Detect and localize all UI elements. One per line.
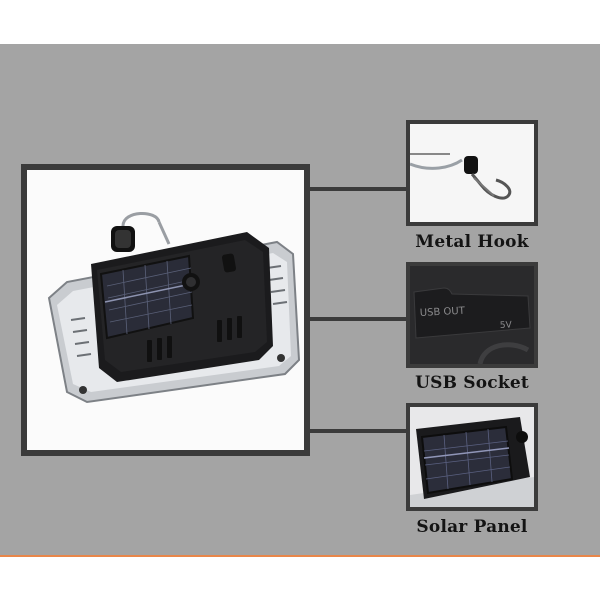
usb-socket-thumbnail: USB OUT 5V <box>406 262 538 368</box>
metal-hook-thumbnail <box>406 120 538 226</box>
caption-solar-panel: Solar Panel <box>416 517 528 537</box>
orange-divider-line <box>0 555 600 557</box>
usb-socket-photo: USB OUT 5V <box>410 266 534 364</box>
caption-usb-socket: USB Socket <box>415 373 529 393</box>
main-product-photo <box>21 164 310 456</box>
caption-metal-hook: Metal Hook <box>415 232 529 252</box>
connector-line-middle <box>310 317 406 321</box>
metal-hook-photo <box>410 124 534 222</box>
solar-panel-photo <box>410 407 534 507</box>
solar-light-illustration <box>27 170 304 450</box>
connector-line-bottom <box>310 429 406 433</box>
usb-out-text: USB OUT <box>420 306 466 319</box>
solar-panel-thumbnail <box>406 403 538 511</box>
connector-line-top <box>310 187 406 191</box>
voltage-text: 5V <box>500 320 513 331</box>
